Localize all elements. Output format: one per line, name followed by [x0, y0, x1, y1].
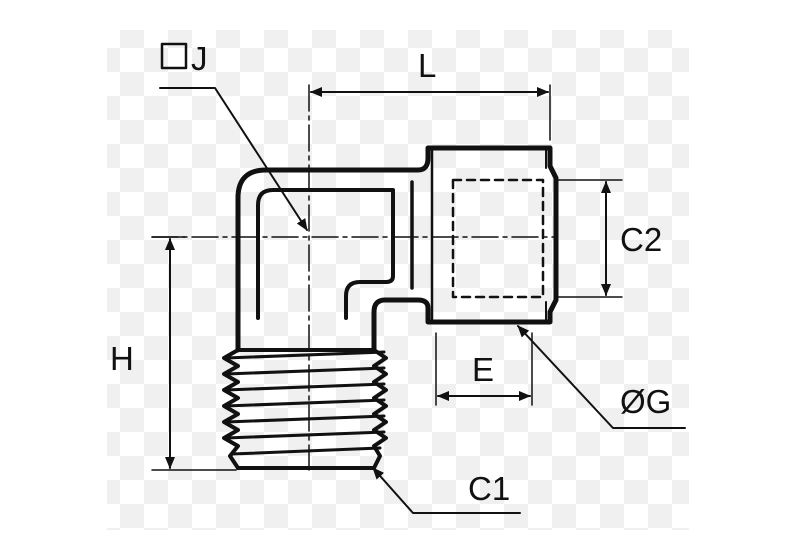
label-c2: C2	[620, 221, 662, 258]
j-leader	[159, 87, 308, 231]
label-l: L	[418, 47, 436, 84]
hidden-bore	[451, 178, 545, 299]
elbow-body-outline	[235, 145, 559, 353]
label-j: J	[191, 40, 208, 77]
square-symbol-icon	[160, 42, 188, 70]
label-diameter-g: ØG	[620, 383, 671, 420]
g-leader	[517, 325, 686, 429]
thread-left-profile	[222, 348, 240, 470]
body-inner-flat	[256, 188, 395, 320]
c1-leader	[372, 467, 521, 514]
label-e: E	[472, 351, 494, 388]
thread-crests	[224, 350, 386, 456]
label-h: H	[110, 340, 134, 377]
checker-background	[107, 30, 689, 530]
label-c1: C1	[468, 470, 510, 507]
